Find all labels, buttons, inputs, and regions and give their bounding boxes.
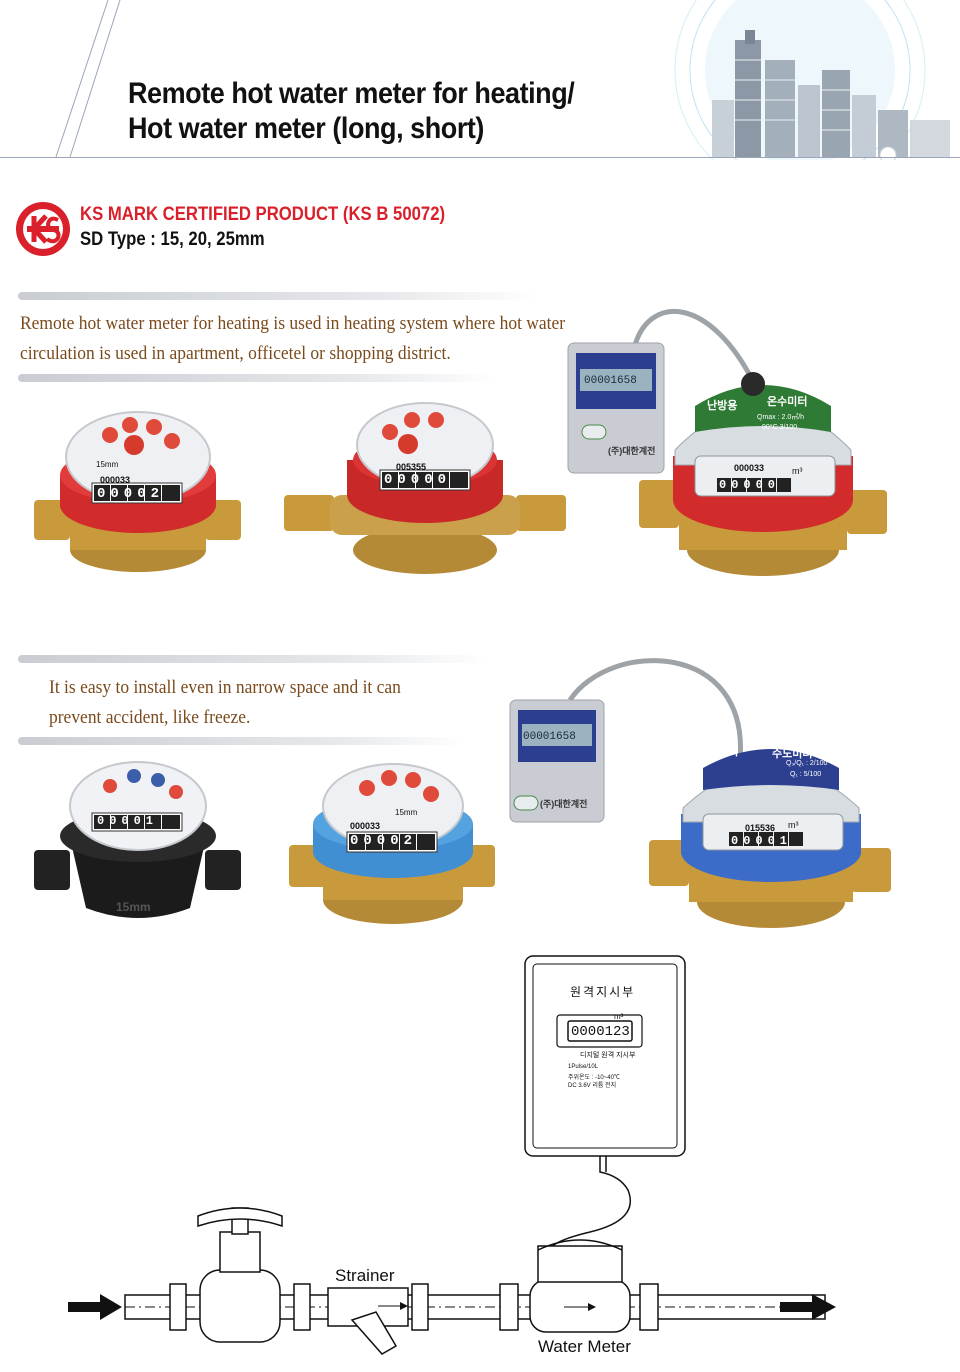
row2-meter1-size: 15mm [116, 900, 151, 914]
city-skyline-illustration [674, 0, 950, 160]
remote-unit-1-display: 00001658 [584, 375, 637, 387]
remote-unit-1-brand: (주)대한계전 [608, 446, 656, 456]
description-1-line1: Remote hot water meter for heating is us… [20, 313, 566, 334]
red-long-water-meter-image [284, 402, 566, 574]
meter2-serial: 005355 [396, 462, 427, 472]
description-band-1: Remote hot water meter for heating is us… [18, 292, 565, 384]
meter3-label-right: 온수미터 [767, 396, 808, 408]
indicator-title: 원격지시부 [570, 985, 636, 999]
row2-meter3-spec1: Q₃/Q₁ : 2/100 [786, 760, 828, 767]
row2-meter2-size: 15mm [395, 808, 418, 817]
indicator-display-caption: 디지털 원격 지시부 [580, 1052, 636, 1059]
ks-mark-logo [16, 202, 70, 256]
meter3-spec2: 90°C 3/100 [762, 424, 798, 431]
band-top-bar [18, 292, 538, 300]
blue-short-water-meter-image [289, 763, 495, 924]
meter1-size: 15mm [96, 460, 119, 469]
band-top-bar [18, 655, 488, 663]
meter2-counter: 00000 [384, 472, 452, 488]
row2-meter3-label-left: 원격식 [708, 746, 739, 758]
remote-cold-water-meter-image [649, 749, 891, 928]
remote-unit-2-display: 00001658 [523, 731, 576, 743]
certification-line1: KS MARK CERTIFIED PRODUCT (KS B 50072) [80, 204, 446, 225]
water-meter-label: Water Meter [538, 1337, 631, 1356]
meter3-counter: 00000 [719, 478, 781, 492]
page-title-line2: Hot water meter (long, short) [128, 112, 484, 145]
page-title: Remote hot water meter for heating/ Hot … [128, 76, 575, 146]
remote-hot-water-meter-image [639, 372, 887, 576]
indicator-display-unit: m³ [614, 1012, 624, 1021]
band-bottom-bar [18, 737, 468, 745]
page-title-line1: Remote hot water meter for heating/ [128, 77, 575, 110]
indicator-spec-line3: DC 3.6V 리튬 전지 [568, 1083, 617, 1089]
row2-meter3-spec2: Q₁ : 5/100 [790, 771, 822, 778]
header-decoration [55, 0, 950, 160]
band-bottom-bar [18, 374, 498, 382]
description-2-line2: prevent accident, like freeze. [49, 707, 251, 728]
row2-meter3-unit: m³ [788, 820, 799, 830]
red-short-water-meter-image [34, 411, 241, 572]
meter3-serial: 000033 [734, 463, 765, 473]
header-divider [0, 157, 960, 158]
meter3-spec1: Qmax : 2.0㎥/h [757, 414, 805, 421]
description-band-2: It is easy to install even in narrow spa… [18, 655, 488, 747]
meter3-unit: m³ [792, 466, 803, 476]
row2-meter3-counter: 00001 [731, 834, 793, 848]
remote-unit-2-brand: (주)대한계전 [540, 799, 588, 809]
black-plastic-water-meter-image [34, 761, 241, 918]
row2-meter3-label-right: 수도미터 [772, 748, 813, 760]
row2-meter1-counter: 00001 [97, 814, 159, 828]
indicator-spec-line1: 1Pulse/10L [568, 1064, 599, 1070]
indicator-spec-line2: 주위온도 : -10~40℃ [568, 1075, 620, 1081]
certification-text: KS MARK CERTIFIED PRODUCT (KS B 50072) S… [80, 202, 445, 252]
strainer-label: Strainer [335, 1266, 395, 1285]
row2-meter2-serial: 000033 [350, 821, 381, 831]
meter1-serial: 000033 [100, 475, 131, 485]
meter1-counter: 00002 [97, 486, 165, 502]
remote-indicator-unit-1-image [567, 309, 758, 474]
description-1-line2: circulation is used in apartment, office… [20, 343, 451, 364]
certification-line2: SD Type : 15, 20, 25mm [80, 229, 265, 250]
installation-diagram [68, 955, 836, 1355]
description-2-line1: It is easy to install even in narrow spa… [49, 677, 401, 698]
indicator-display-value: 0000123 [571, 1024, 630, 1040]
row2-meter2-counter: 00002 [350, 833, 418, 849]
remote-indicator-unit-2-image [509, 658, 743, 823]
meter3-label-left: 난방용 [707, 400, 738, 412]
row2-meter3-serial: 015536 [745, 823, 776, 833]
